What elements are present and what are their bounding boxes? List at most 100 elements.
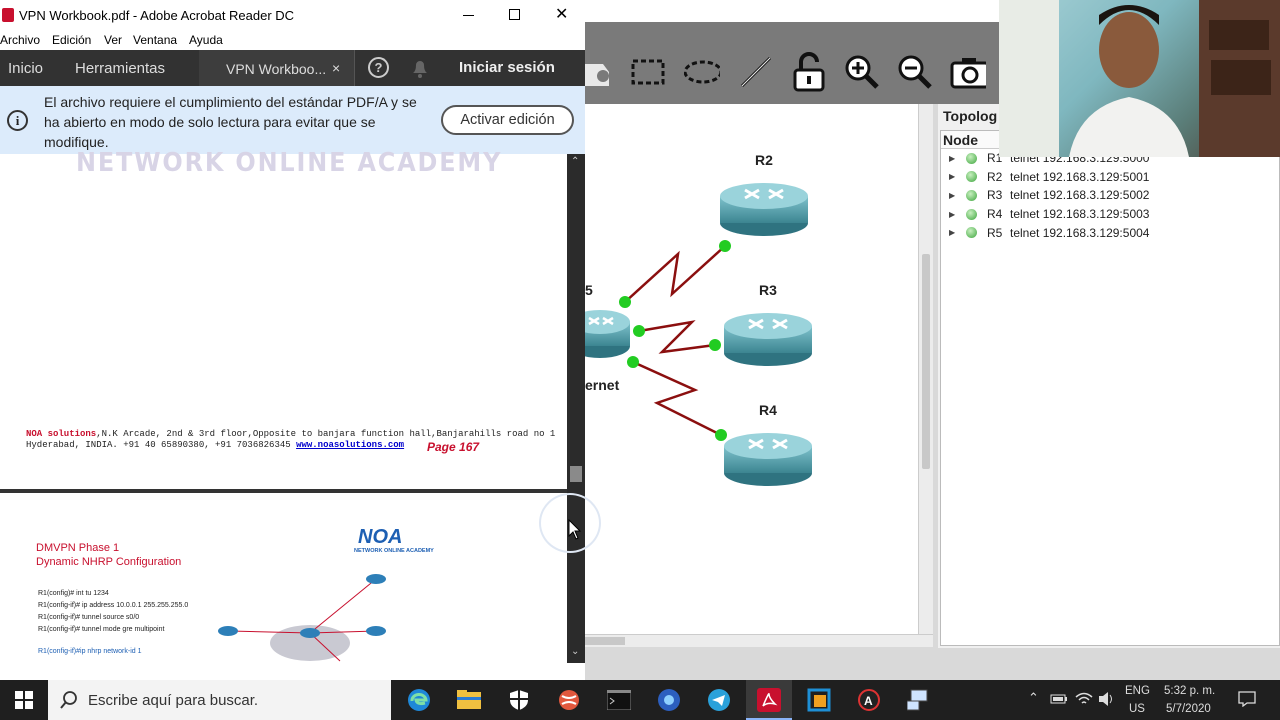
expand-icon[interactable]: ▶ [949,228,956,238]
help-icon[interactable]: ? [368,57,389,78]
node-status-icon [966,189,977,201]
language-code[interactable]: ENG [1125,685,1150,697]
node-status-icon [966,152,977,164]
window-title: VPN Workbook.pdf - Adobe Acrobat Reader … [19,8,295,23]
node-status-icon [966,227,977,239]
pdf-document-view[interactable]: NETWORK ONLINE ACADEMY NOA solutions,N.K… [0,148,567,663]
node-row[interactable]: ▶ R3 telnet 192.168.3.129:5002 [941,186,1279,205]
network-app-icon[interactable] [906,687,932,713]
tab-document[interactable] [199,50,355,86]
virtualbox-icon[interactable] [806,687,832,713]
camera-icon[interactable] [950,54,986,90]
taskbar-search-box[interactable]: Escribe aquí para buscar. [48,680,391,720]
config-line: R1(config-if)# tunnel source s0/0 [38,614,140,621]
node-console: telnet 192.168.3.129:5001 [1010,169,1150,184]
dmvpn-diagram [218,574,386,662]
scroll-thumb[interactable] [570,466,582,482]
cloud-label-internet: ernet [585,377,620,393]
pdf-vertical-scrollbar[interactable]: ⌃ ⌄ [567,154,585,663]
enable-editing-button[interactable]: Activar edición [441,105,574,135]
acrobat-taskbar-icon[interactable] [756,687,782,713]
tab-document-label[interactable]: VPN Workboo... [226,61,327,77]
battery-icon[interactable] [1050,693,1068,708]
line-icon[interactable] [738,54,774,90]
expand-icon[interactable]: ▶ [949,209,956,219]
menu-ventana[interactable]: Ventana [133,33,178,47]
security-shield-icon[interactable] [506,687,532,713]
windows-start-icon[interactable] [15,691,33,712]
scroll-down-icon[interactable]: ⌄ [571,646,580,657]
zoom-out-icon[interactable] [897,54,933,90]
network-diagram [585,183,812,486]
slide-title-2: Dynamic NHRP Configuration [36,556,182,568]
menu-ver[interactable]: Ver [104,33,123,47]
tab-home[interactable]: Inicio [8,60,44,77]
scroll-up-icon[interactable]: ⌃ [571,156,580,167]
file-explorer-icon[interactable] [456,687,482,713]
chevron-up-icon[interactable]: ⌃ [1028,690,1039,705]
footer-link[interactable]: www.noasolutions.com [296,440,405,450]
gns3-app-icon[interactable] [556,687,582,713]
footer-address: ,N.K Arcade, 2nd & 3rd floor,Opposite to… [96,429,556,439]
telegram-icon[interactable] [706,687,732,713]
gns3-top-strip [585,0,1000,22]
edge-icon[interactable] [406,687,432,713]
config-line: R1(config-if)# tunnel mode gre multipoin… [38,626,165,633]
zoom-in-icon[interactable] [844,54,880,90]
menu-ayuda[interactable]: Ayuda [189,33,223,47]
node-status-icon [966,171,977,183]
tab-bar [0,50,585,86]
node-console: telnet 192.168.3.129:5003 [1010,207,1150,222]
tab-tools[interactable]: Herramientas [75,60,166,77]
expand-icon[interactable]: ▶ [949,153,956,163]
canvas-horizontal-scrollbar[interactable] [585,634,933,647]
config-lines: R1(config)# int tu 1234 R1(config-if)# i… [38,588,188,658]
pdfa-message: El archivo requiere el cumplimiento del … [44,94,417,150]
wifi-icon[interactable] [1075,692,1093,709]
router-label-r2: R2 [755,152,773,168]
node-name: R3 [987,188,1003,203]
node-console: telnet 192.168.3.129:5002 [1010,188,1150,203]
canvas-vertical-scrollbar[interactable] [918,104,933,634]
region-code[interactable]: US [1129,703,1145,715]
unlock-icon[interactable] [791,52,827,92]
maximize-icon[interactable] [509,9,520,20]
firefox-icon[interactable] [656,687,682,713]
clock-date[interactable]: 5/7/2020 [1166,703,1211,715]
bell-icon[interactable] [410,57,430,82]
signin-button[interactable]: Iniciar sesión [459,59,555,76]
tab-close-icon[interactable]: × [332,60,341,76]
page-footer: NOA solutions,N.K Arcade, 2nd & 3rd floo… [26,429,555,451]
pdfa-info-bar: i El archivo requiere el cumplimiento de… [0,86,585,154]
noa-logo: NOA [358,526,403,548]
menu-edicion[interactable]: Edición [52,33,92,47]
notifications-icon[interactable] [1238,691,1256,710]
node-console: telnet 192.168.3.129:5004 [1010,225,1150,240]
router-r4 [724,433,812,486]
terminal-icon[interactable] [606,687,632,713]
page-separator [0,489,567,493]
topology-canvas[interactable]: R2 R3 R4 5 ernet [585,104,918,634]
router-label-r4: R4 [759,402,777,418]
expand-icon[interactable]: ▶ [949,172,956,182]
minimize-icon[interactable] [463,15,474,16]
close-icon[interactable]: ✕ [555,6,569,23]
recording-app-icon[interactable]: A [856,687,882,713]
ellipse-icon[interactable] [684,54,720,90]
config-line: R1(config)# int tu 1234 [38,590,109,597]
config-line: R1(config-if)# ip address 10.0.0.1 255.2… [38,602,189,609]
router-r5 [585,310,630,358]
clock-time[interactable]: 5:32 p. m. [1164,685,1216,697]
draw-shape-icon[interactable] [585,54,621,90]
expand-icon[interactable]: ▶ [949,190,956,200]
acrobat-titlebar: VPN Workbook.pdf - Adobe Acrobat Reader … [0,0,585,31]
search-placeholder: Escribe aquí para buscar. [88,692,259,709]
gns3-toolbar [585,22,1000,104]
volume-icon[interactable] [1098,691,1116,710]
menu-archivo[interactable]: Archivo [0,33,41,47]
rectangle-icon[interactable] [630,54,666,90]
